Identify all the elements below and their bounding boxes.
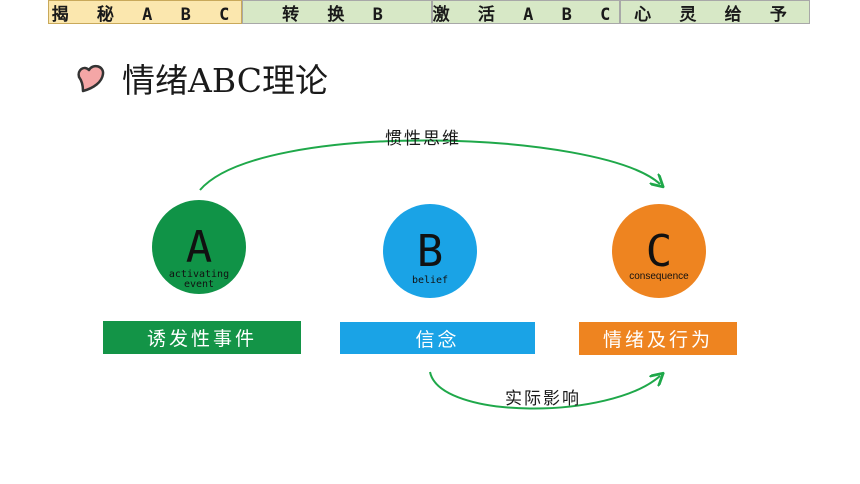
node-b-letter: B bbox=[417, 226, 444, 277]
node-b-sub1: belief bbox=[412, 275, 448, 286]
label-box-a: 诱发性事件 bbox=[103, 321, 301, 354]
node-c-circle bbox=[612, 204, 706, 298]
arrow-habitual-thinking bbox=[199, 139, 660, 191]
node-c: C consequence bbox=[612, 204, 706, 298]
node-c-letter: C bbox=[646, 226, 673, 277]
node-c-sub1: consequence bbox=[629, 271, 689, 282]
node-a-sub2: event bbox=[184, 279, 214, 290]
node-b-circle bbox=[383, 204, 477, 298]
node-a-sub1: activating bbox=[169, 269, 229, 280]
node-b: B belief bbox=[383, 204, 477, 298]
tab-activate-abc[interactable]: 激 活 A B C bbox=[432, 0, 620, 25]
top-arrow-label: 惯性思维 bbox=[385, 129, 461, 149]
tab-convert-b[interactable]: 转 换 B bbox=[242, 0, 432, 25]
label-box-c: 情绪及行为 bbox=[579, 322, 737, 355]
bottom-arrow-label: 实际影响 bbox=[505, 389, 581, 409]
heart-icon bbox=[77, 64, 105, 93]
tab-reveal-abc[interactable]: 揭 秘 A B C bbox=[48, 0, 242, 25]
title-area: 情绪ABC理论 bbox=[74, 54, 328, 102]
node-a: A activating event bbox=[152, 200, 246, 294]
node-a-letter: A bbox=[186, 222, 213, 273]
arrow-actual-influence bbox=[429, 372, 660, 410]
tab-heart-giving[interactable]: 心 灵 给 予 bbox=[620, 0, 810, 25]
page-title: 情绪ABC理论 bbox=[122, 61, 328, 100]
label-box-b: 信念 bbox=[340, 322, 535, 354]
top-nav: 揭 秘 A B C 转 换 B 激 活 A B C 心 灵 给 予 bbox=[48, 0, 810, 25]
node-a-circle bbox=[152, 200, 246, 294]
